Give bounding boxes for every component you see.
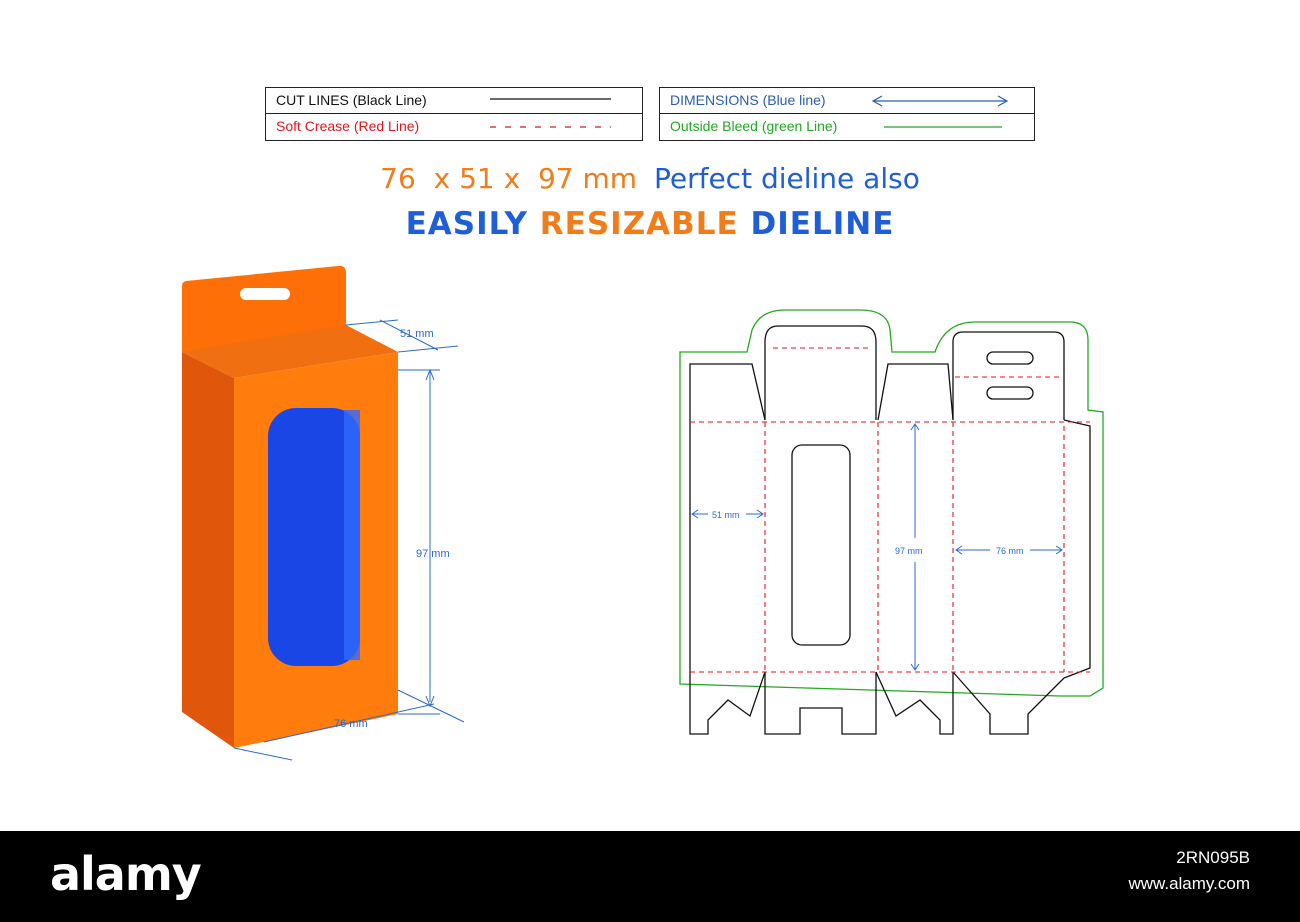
footer-info: 2RN095B www.alamy.com <box>1128 845 1250 897</box>
legend-row-bleed: Outside Bleed (green Line) <box>660 113 1034 139</box>
tagline-text: Perfect dieline also <box>653 162 920 195</box>
box-3d-illustration <box>182 265 398 748</box>
image-id: 2RN095B <box>1176 848 1250 867</box>
dieline-cut-bottom-right <box>875 671 954 735</box>
legend-row-crease: Soft Crease (Red Line) <box>266 113 642 139</box>
box-hang-hole <box>240 288 290 300</box>
dieline-hang-slot-1 <box>986 351 1034 365</box>
legend-cut-crease: CUT LINES (Black Line) Soft Crease (Red … <box>265 87 643 141</box>
legend-label-dimension: DIMENSIONS (Blue line) <box>670 92 826 108</box>
legend-row-dimension: DIMENSIONS (Blue line) <box>660 88 1034 113</box>
dieline-cut-bottom-tuck <box>764 672 877 735</box>
brand-logo: alamy <box>50 847 202 901</box>
double-arrow-swatch <box>871 95 1009 107</box>
site-url: www.alamy.com <box>1128 874 1250 893</box>
dieline-window <box>791 444 851 646</box>
headline-word-easily: EASILY <box>405 206 528 242</box>
box-height-label: 97 mm <box>416 548 450 560</box>
box-hang-tab <box>182 265 346 352</box>
box-window <box>268 408 360 666</box>
dieline-cut-bottom-left <box>689 671 766 735</box>
legend-row-cut: CUT LINES (Black Line) <box>266 88 642 113</box>
resizable-headline: EASILY RESIZABLE DIELINE <box>0 206 1300 242</box>
box-width-label: 51 mm <box>400 328 434 340</box>
dieline-cut-lines <box>689 325 1091 735</box>
box-window-shade <box>344 410 360 660</box>
legend-dimension-bleed: DIMENSIONS (Blue line) Outside Bleed (gr… <box>659 87 1035 141</box>
dieline-cut-top-dust <box>877 363 954 421</box>
dieline-crease-lines <box>690 347 1090 673</box>
dieline-depth-label: 76 mm <box>996 546 1024 556</box>
size-text: 76 x 51 x 97 mm <box>380 162 638 195</box>
box-dimensions <box>233 319 465 761</box>
box-top-face <box>182 325 398 378</box>
footer-bar: alamy 2RN095B www.alamy.com <box>0 831 1300 922</box>
artwork-canvas: 51 mm 97 mm 76 mm <box>182 265 1104 761</box>
size-headline: 76 x 51 x 97 mm Perfect dieline also <box>0 162 1300 195</box>
box-depth-label: 76 mm <box>334 718 368 730</box>
green-line-swatch <box>884 126 1002 128</box>
headline-word-resizable: RESIZABLE <box>539 206 739 242</box>
dieline-height-label: 97 mm <box>895 546 923 556</box>
headline-word-dieline: DIELINE <box>750 206 895 242</box>
legend-label-cut: CUT LINES (Black Line) <box>276 92 427 108</box>
legend-label-bleed: Outside Bleed (green Line) <box>670 118 838 134</box>
dieline-bleed-outline <box>679 309 1104 697</box>
dashed-line-swatch <box>490 126 611 128</box>
dieline-dimensions <box>691 423 1063 671</box>
legend-label-crease: Soft Crease (Red Line) <box>276 118 420 134</box>
dieline-cut-right-edge <box>1063 419 1091 679</box>
dieline-cut-top-tuck <box>764 325 877 420</box>
dieline-cut-bottom-lock <box>952 671 1065 735</box>
dieline-hang-slot-2 <box>986 386 1034 400</box>
dieline-cut-glue-top <box>689 363 766 422</box>
dieline-width-label: 51 mm <box>712 510 740 520</box>
dieline-cut-hang-header <box>952 331 1065 420</box>
solid-line-swatch <box>490 98 611 100</box>
box-side-face <box>182 352 234 748</box>
